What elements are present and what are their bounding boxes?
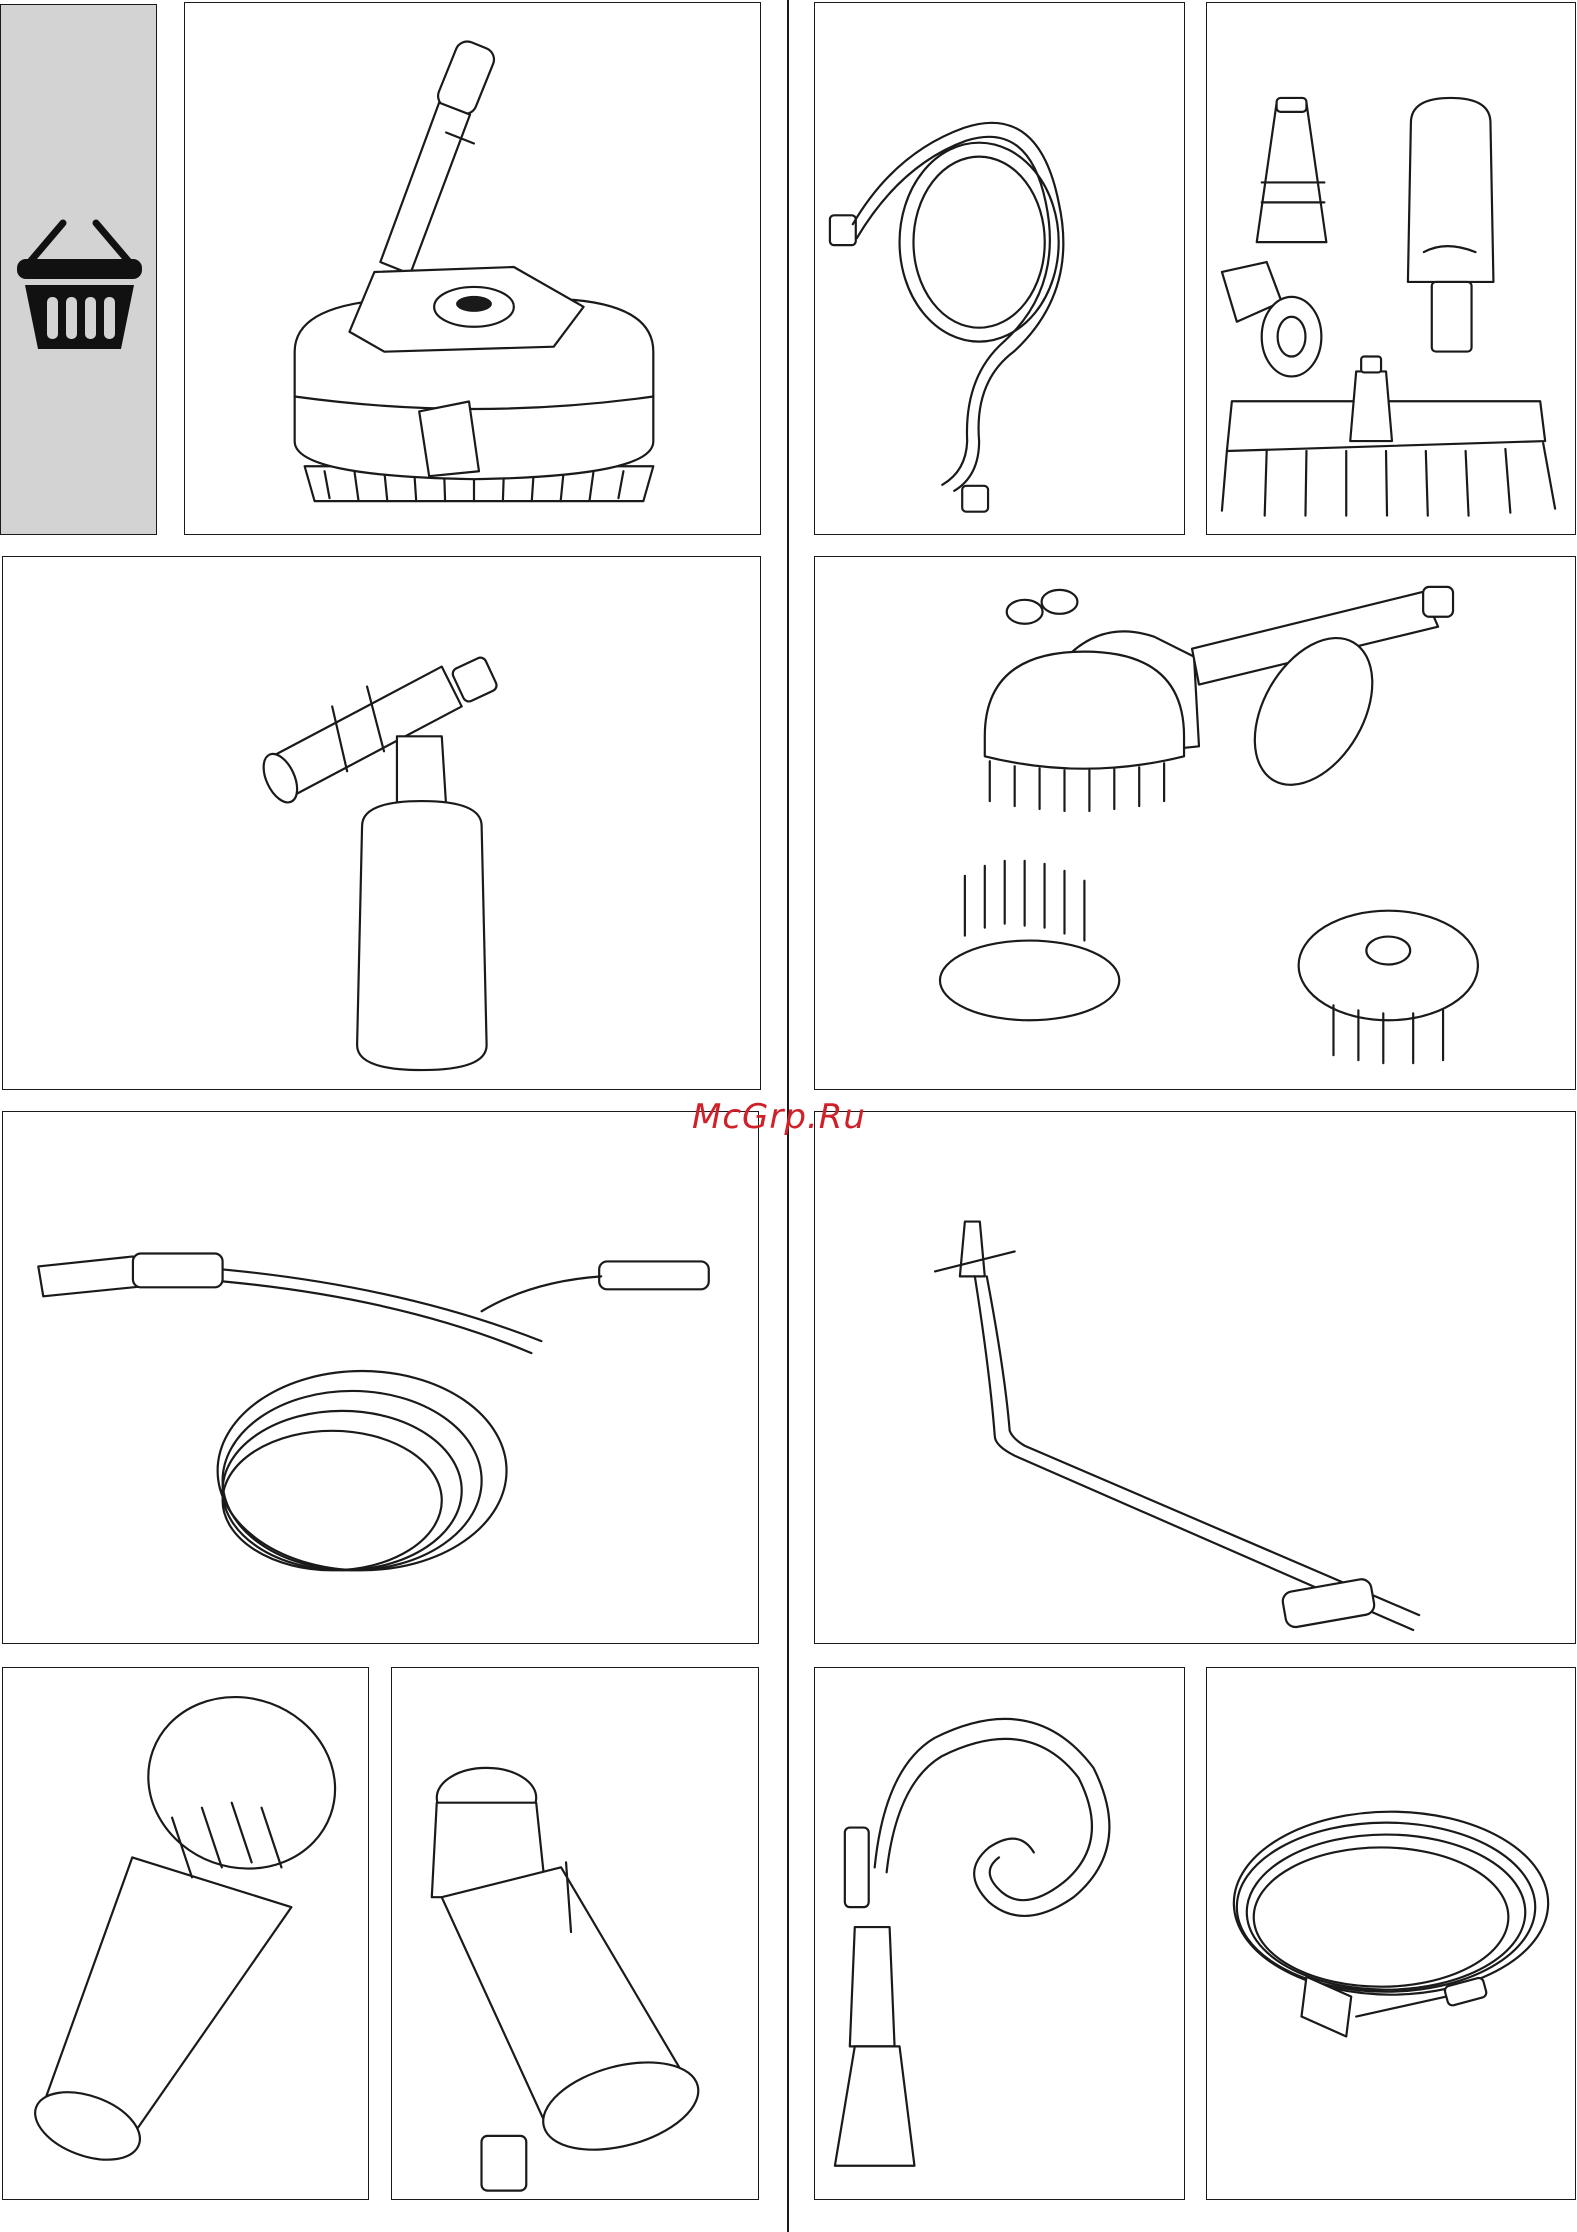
hose-reel-panel <box>1206 1667 1576 2200</box>
rotating-wash-brush-set-panel <box>814 556 1576 1090</box>
accessories-side-tab <box>0 4 157 535</box>
pipe-cleaning-image <box>815 1668 1184 2199</box>
hose-reel-image <box>1207 1668 1575 2199</box>
pipe-cleaning-set-panel <box>814 1667 1185 2200</box>
suction-hose-panel <box>814 2 1185 535</box>
surface-cleaner-image <box>185 3 760 534</box>
surface-cleaner-panel <box>184 2 761 535</box>
angled-spray-lance-panel <box>814 1111 1576 1644</box>
water-filter-valve-panel <box>391 1667 759 2200</box>
water-filter-image <box>3 1668 368 2199</box>
watermark: McGrp.Ru <box>692 1097 866 1137</box>
suction-hose-image <box>815 3 1184 534</box>
extension-hose-image <box>3 1112 758 1643</box>
angled-lance-image <box>815 1112 1575 1643</box>
filter-valve-image <box>392 1668 758 2199</box>
car-wash-kit-image <box>1207 3 1575 534</box>
foam-nozzle-image <box>3 557 760 1089</box>
car-wash-kit-panel <box>1206 2 1576 535</box>
foam-nozzle-panel <box>2 556 761 1090</box>
extension-hose-panel <box>2 1111 759 1644</box>
rotating-brush-image <box>815 557 1575 1089</box>
water-filter-panel <box>2 1667 369 2200</box>
shopping-basket-icon <box>1 5 158 536</box>
